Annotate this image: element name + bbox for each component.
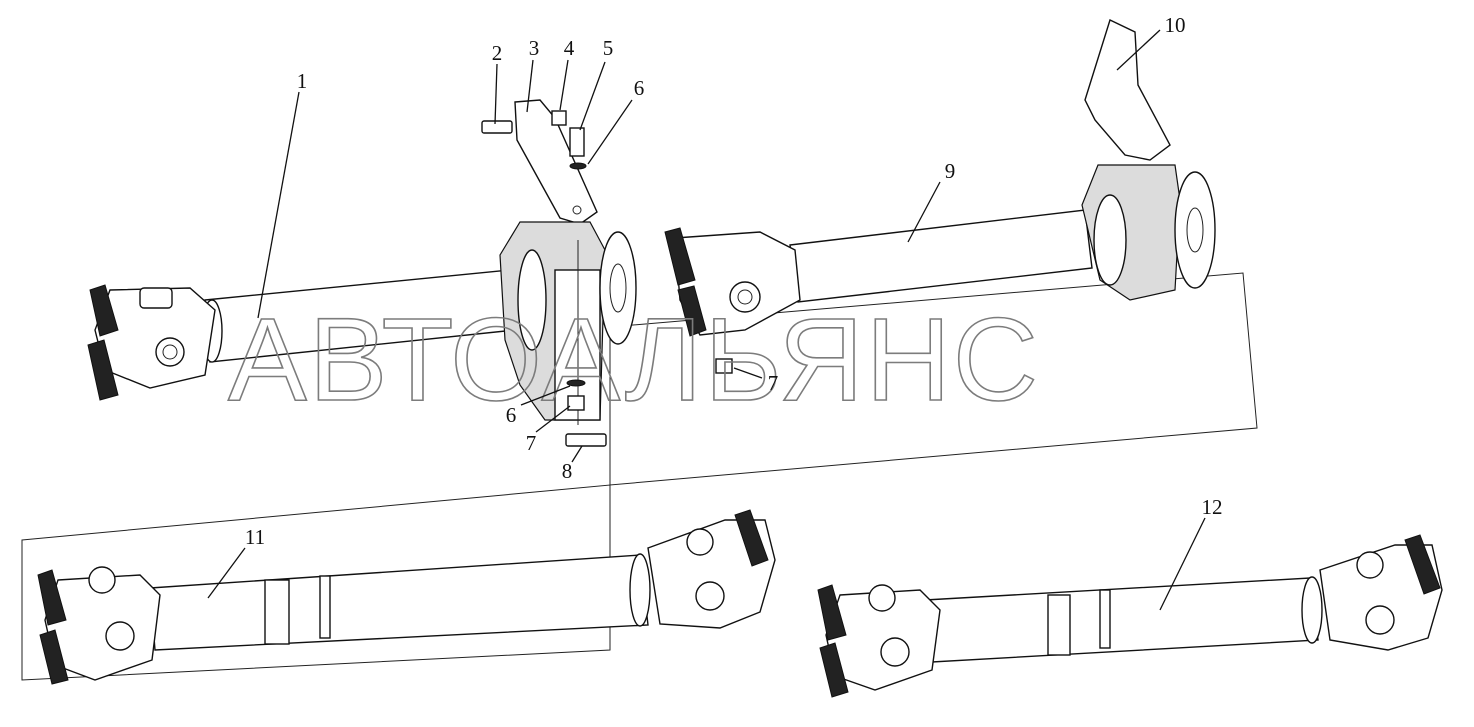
shaft-9-tube — [789, 209, 1093, 303]
callout-6-upper: 6 — [634, 76, 645, 100]
callout-7-lower: 7 — [526, 431, 537, 455]
callout-3: 3 — [529, 36, 540, 60]
callout-9: 9 — [945, 159, 956, 183]
shaft-9-cross-bolt-inner — [737, 289, 753, 305]
shaft-11-right-bearing — [686, 528, 714, 556]
support-flange-hub — [609, 263, 627, 313]
shaft-1-bearing-cap — [139, 287, 173, 309]
bracket-3 — [514, 99, 598, 225]
shaft-1-assembly — [87, 269, 516, 401]
bolt-8 — [565, 433, 607, 447]
center-support-assembly — [481, 99, 733, 447]
support-flange — [599, 231, 637, 345]
callout-11: 11 — [245, 525, 265, 549]
callout-8: 8 — [562, 459, 573, 483]
shaft-9-cross-bolt — [729, 281, 761, 313]
callout-12: 12 — [1202, 495, 1223, 519]
shaft-9-flange-top — [664, 227, 696, 286]
bracket-3-hole — [572, 205, 582, 215]
bolt-2 — [481, 120, 513, 134]
shaft-11-right-flange — [734, 509, 769, 567]
shaft-12-spline-ring — [1099, 589, 1111, 649]
shaft-12-left-yoke — [825, 589, 941, 691]
nut-4 — [551, 110, 567, 126]
shaft-1-flange-bottom — [87, 339, 119, 401]
support-bearing-rear — [1093, 194, 1127, 286]
shaft-1-cross-bolt — [155, 337, 185, 367]
shaft-9-assembly — [664, 19, 1216, 337]
support-bearing — [517, 249, 547, 351]
shaft-12-left-cross-bolt — [880, 637, 910, 667]
washer-6-upper — [569, 162, 587, 170]
shaft-1-cross-bolt-inner — [162, 344, 178, 360]
support-flange-rear — [1174, 171, 1216, 289]
leader-11 — [207, 547, 246, 599]
leader-6-upper — [587, 99, 633, 165]
shaft-12-right-cross-bolt — [1365, 605, 1395, 635]
leader-1 — [257, 91, 300, 319]
shaft-1-yoke — [94, 287, 216, 389]
leader-lines — [207, 29, 1206, 611]
panel-lower-left — [21, 484, 611, 681]
leader-6-lower — [520, 385, 571, 406]
shaft-11-left-yoke — [44, 574, 161, 681]
callout-4: 4 — [564, 36, 575, 60]
callout-labels: 1 2 3 4 5 6 6 7 7 8 9 10 11 12 — [245, 13, 1223, 549]
leader-7-right — [733, 367, 763, 379]
callout-7-right: 7 — [768, 371, 779, 395]
shaft-12-left-flange-top — [817, 584, 847, 641]
leader-8 — [571, 445, 583, 463]
shaft-11-right-yoke — [647, 519, 776, 629]
leader-12 — [1159, 517, 1206, 611]
callout-1: 1 — [297, 69, 308, 93]
leader-3 — [526, 59, 534, 113]
shaft-12-left-flange-bottom — [819, 642, 849, 698]
watermark-text: АВТОАЛЬЯНС — [228, 294, 1040, 426]
callout-2: 2 — [492, 41, 503, 65]
shaft-11-spline-ring — [319, 575, 331, 639]
callout-5: 5 — [603, 36, 614, 60]
leader-10 — [1116, 29, 1161, 71]
bracket-10 — [1084, 19, 1171, 161]
shaft-11-tube — [149, 554, 649, 651]
shaft-12-tube — [924, 577, 1319, 663]
shaft-12-assembly — [817, 534, 1443, 698]
callout-10: 10 — [1165, 13, 1186, 37]
support-flange-rear-hub — [1186, 207, 1204, 253]
shaft-12-right-yoke — [1319, 544, 1443, 651]
shaft-11-left-flange-bottom — [39, 629, 69, 685]
shaft-11-assembly — [37, 509, 776, 685]
callout-6-lower: 6 — [506, 403, 517, 427]
panel-upper-right — [609, 272, 1258, 486]
shaft-12-right-flange — [1404, 534, 1441, 595]
shaft-11-left-cross-bolt — [105, 621, 135, 651]
shaft-12-left-bearing — [868, 584, 896, 612]
shaft-11-spline-sleeve — [264, 579, 290, 645]
leader-4 — [559, 59, 569, 111]
leader-7-lower — [535, 405, 571, 433]
nut-7-right — [715, 358, 733, 374]
shaft-11-left-flange-top — [37, 569, 67, 626]
leader-5 — [579, 61, 606, 131]
shaft-1-flange-top — [89, 284, 119, 337]
shaft-12-right-bearing — [1356, 551, 1384, 579]
leader-9 — [907, 181, 941, 243]
washer-6-lower — [566, 379, 586, 387]
shaft-11-collar — [629, 553, 651, 627]
leader-2 — [494, 63, 498, 125]
shaft-11-right-cross-bolt — [695, 581, 725, 611]
shaft-11-left-bearing — [88, 566, 116, 594]
shaft-12-collar — [1301, 576, 1323, 644]
shaft-12-spline-sleeve — [1047, 594, 1071, 656]
bolt-5 — [569, 127, 585, 157]
shaft-9-flange-bottom — [677, 285, 707, 337]
nut-7-lower — [567, 395, 585, 411]
